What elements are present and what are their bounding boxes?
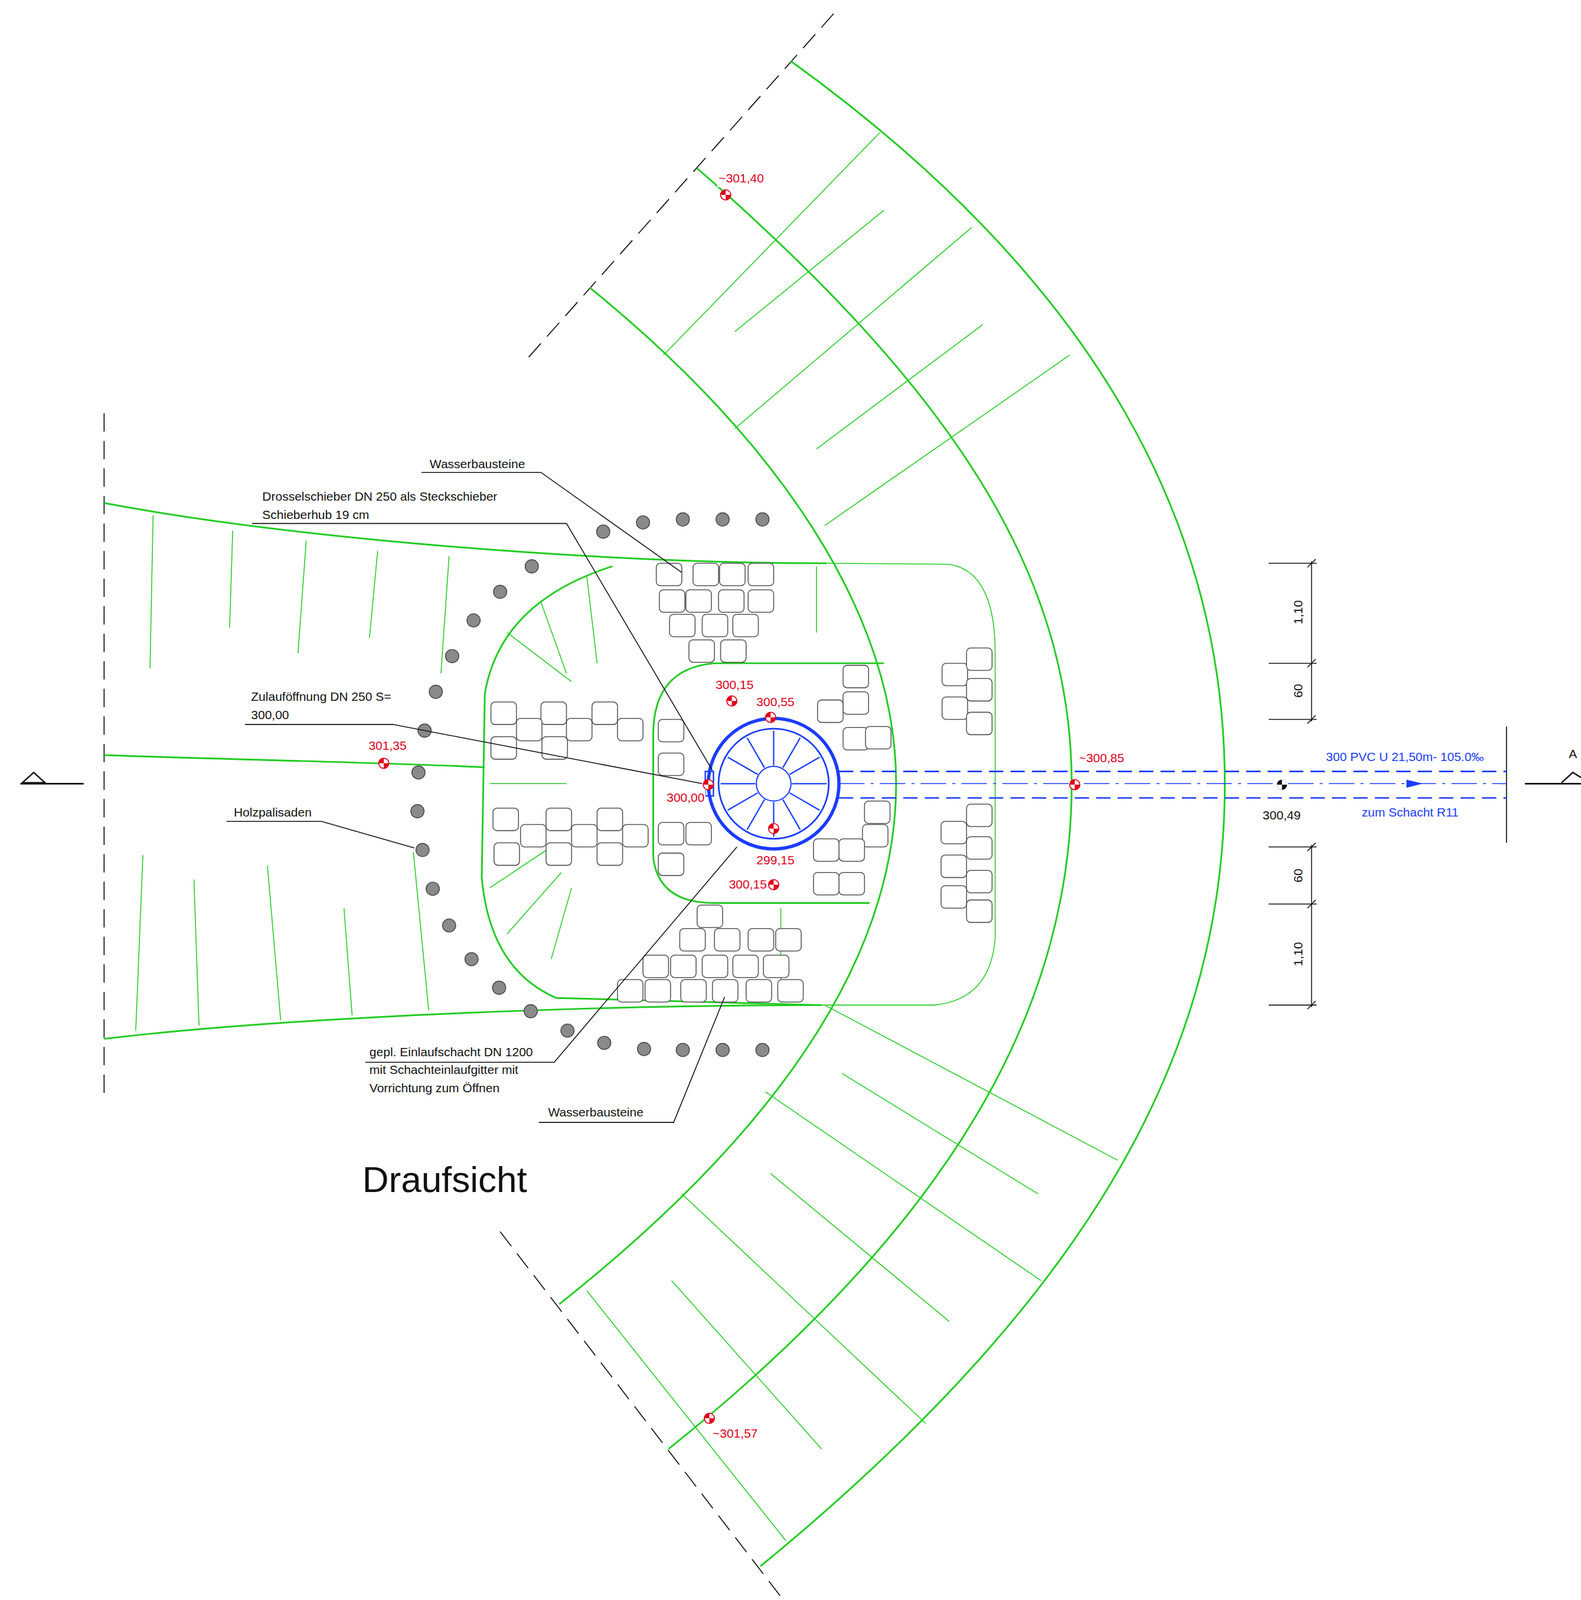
elevation-label: 300,55 <box>755 693 796 711</box>
elevation-label: ~300,85 <box>1078 749 1126 767</box>
elevation-label: 299,15 <box>755 851 796 870</box>
dimension-label: 60 <box>1289 684 1308 698</box>
callout-label: Drosselschieber DN 250 als Steckschieber… <box>262 487 501 524</box>
dimension-label: 1,10 <box>1289 942 1308 967</box>
elevation-label: 300,49 <box>1261 806 1302 825</box>
elevation-label: ~301,57 <box>711 1424 760 1443</box>
dimension-label: 1,10 <box>1289 600 1308 625</box>
elevation-label: 300,15 <box>714 675 755 694</box>
section-label: A <box>1568 745 1577 763</box>
callout-label: Holzpalisaden <box>233 803 312 822</box>
elevation-label: 300,00 <box>665 788 706 807</box>
callout-label: Zulauföffnung DN 250 S= 300,00 <box>250 687 394 724</box>
callout-label: Wasserbausteine <box>547 1103 643 1122</box>
elevation-label: ~301,40 <box>717 169 766 188</box>
pipe-label: 300 PVC U 21,50m- 105.0‰ <box>1324 747 1485 766</box>
elevation-label: 301,35 <box>367 736 408 755</box>
callout-label: Wasserbausteine <box>429 455 525 473</box>
elevation-label: 300,15 <box>727 875 769 894</box>
view-title: Draufsicht <box>362 1157 528 1202</box>
callout-label: gepl. Einlaufschacht DN 1200 mit Schacht… <box>369 1043 536 1097</box>
dimension-label: 60 <box>1289 869 1308 883</box>
pipe-label: zum Schacht R11 <box>1360 803 1460 822</box>
